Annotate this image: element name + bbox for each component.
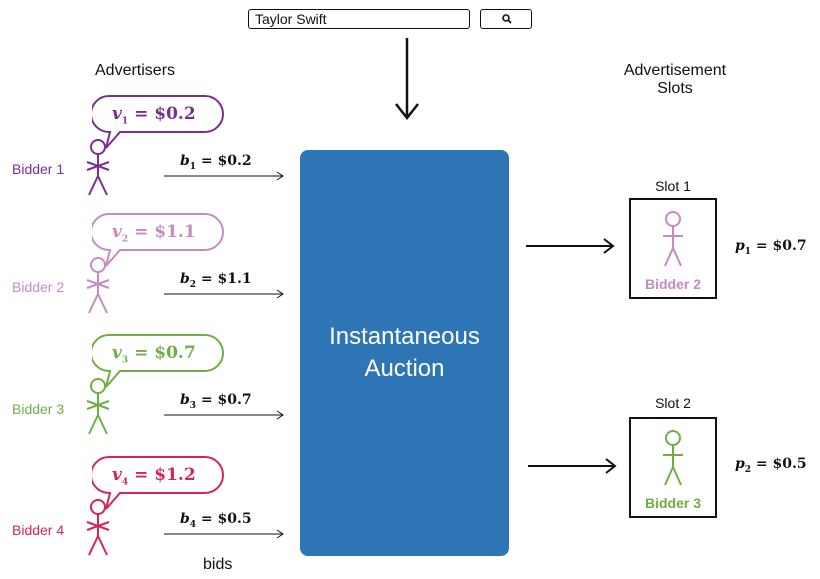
advertisers-heading: Advertisers (95, 62, 176, 79)
bidder-3-figure (86, 378, 110, 435)
value-bubble-3 (92, 334, 224, 388)
slot-2-box: Bidder 3 (629, 417, 717, 518)
slot-1-price: p1 = $0.7 (735, 238, 807, 257)
value-2: v2 = $1.1 (112, 222, 196, 245)
slot-2-price: p2 = $0.5 (735, 456, 807, 475)
bidder-4-figure (86, 499, 110, 556)
bidder-4-label: Bidder 4 (12, 522, 65, 538)
slots-heading: Advertisement Slots (623, 62, 727, 97)
slot-2-winner: Bidder 3 (644, 495, 701, 511)
bid-2: b2 = $1.1 (180, 271, 252, 290)
bidder-3-label: Bidder 3 (12, 401, 65, 417)
value-3: v3 = $0.7 (112, 343, 196, 366)
slot-1-winner: Bidder 2 (644, 276, 701, 292)
value-4: v4 = $1.2 (112, 465, 196, 488)
bid-3: b3 = $0.7 (180, 392, 252, 411)
value-bubble-2 (92, 213, 224, 267)
bid-arrow-2 (164, 289, 284, 299)
value-bubble-1 (92, 95, 224, 149)
search-button[interactable] (480, 9, 532, 29)
value-1: v1 = $0.2 (112, 104, 196, 127)
auction-block: Instantaneous Auction (300, 150, 509, 556)
bid-4: b4 = $0.5 (180, 511, 252, 530)
bid-arrow-3 (164, 410, 284, 420)
bidder-1-figure (86, 139, 110, 196)
slot-2-arrow (528, 458, 617, 474)
slot-1-arrow (526, 238, 615, 254)
bid-arrow-1 (164, 171, 284, 181)
bid-arrow-4 (164, 529, 284, 539)
slot-1-title: Slot 1 (655, 178, 691, 194)
bid-1: b1 = $0.2 (180, 153, 252, 172)
bidder-2-figure (86, 257, 110, 314)
value-bubble-4 (92, 456, 224, 510)
slot-2-winner-figure (663, 430, 683, 486)
query-arrow (395, 38, 419, 121)
slot-1-winner-figure (663, 211, 683, 267)
slot-1-box: Bidder 2 (629, 198, 717, 299)
bids-label: bids (203, 556, 233, 573)
search-icon (502, 14, 512, 24)
bidder-1-label: Bidder 1 (12, 161, 65, 177)
search-input[interactable]: Taylor Swift (248, 9, 470, 29)
slot-2-title: Slot 2 (655, 395, 691, 411)
bidder-2-label: Bidder 2 (12, 279, 65, 295)
